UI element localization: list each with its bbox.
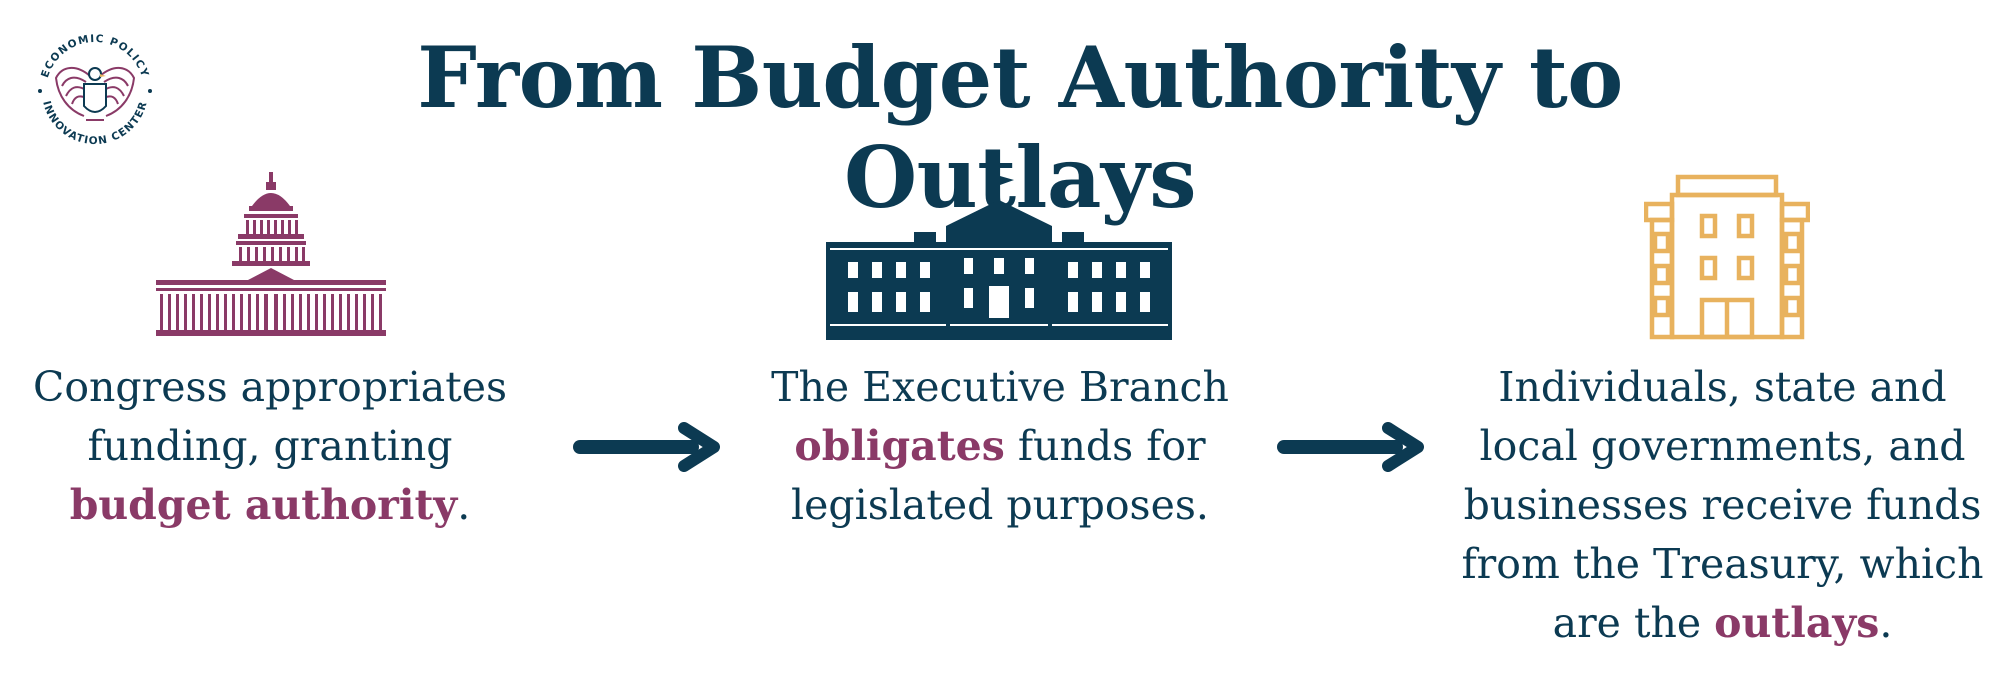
step-1-text: Congress appropriates funding, granting	[32, 363, 508, 470]
step-2-text: The Executive Branch	[771, 363, 1229, 411]
obligates-highlight: obligates	[794, 422, 1005, 470]
page-title: From Budget Authority to Outlays	[417, 28, 1623, 227]
budget-authority-highlight: budget authority	[69, 481, 458, 529]
capitol-icon	[156, 172, 386, 340]
white-house-icon	[826, 176, 1172, 340]
epic-logo: ECONOMIC POLICY INNOVATION CENTER	[28, 24, 162, 158]
arrow-right-icon	[1277, 422, 1424, 472]
outlays-highlight: outlays	[1714, 599, 1880, 647]
step-congress-text: Congress appropriates funding, granting …	[10, 358, 530, 535]
office-building-icon	[1643, 174, 1811, 340]
step-3-end: .	[1879, 599, 1893, 647]
step-3-text: Individuals, state and local governments…	[1461, 363, 1984, 647]
arrow-right-icon	[573, 422, 720, 472]
step-1-end: .	[457, 481, 471, 529]
step-2-end: funds for legislated purposes.	[791, 422, 1209, 529]
step-outlays-text: Individuals, state and local governments…	[1455, 358, 1990, 653]
step-executive-text: The Executive Branch obligates funds for…	[730, 358, 1270, 535]
eagle-seal-icon: ECONOMIC POLICY INNOVATION CENTER	[38, 33, 152, 147]
